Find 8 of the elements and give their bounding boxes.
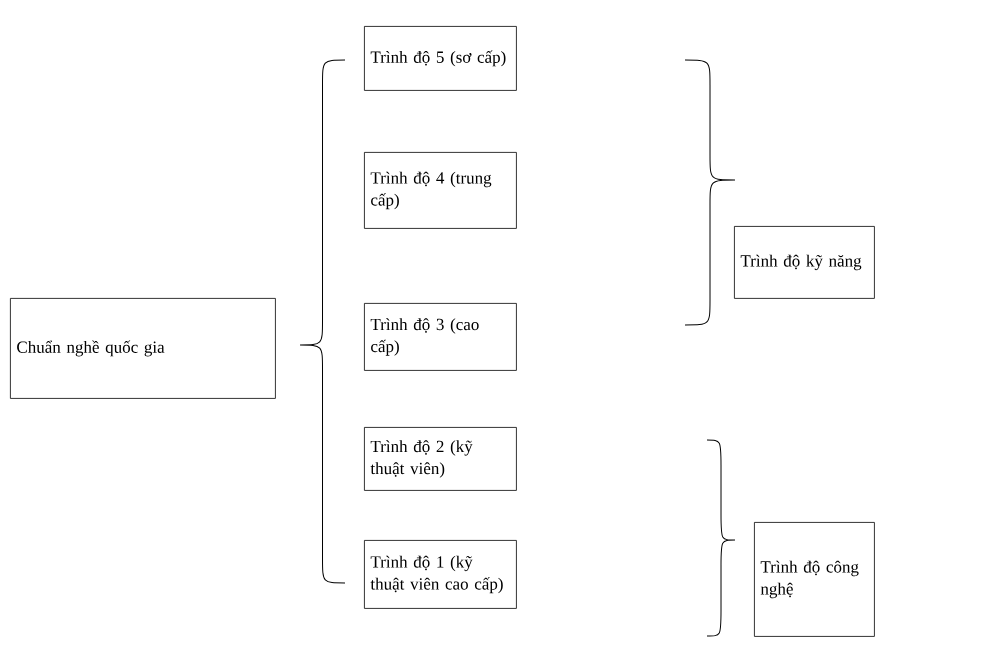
text-box: Trình độ 4 (trung cấp): [364, 152, 517, 229]
text-box: Trình độ 1 (kỹ thuật viên cao cấp): [364, 540, 517, 609]
text-box: Trình độ 2 (kỹ thuật viên): [364, 427, 517, 491]
text-box: Trình độ kỹ năng: [734, 226, 875, 299]
text-box: Chuẩn nghề quốc gia: [10, 298, 276, 399]
text-box: Trình độ 5 (sơ cấp): [364, 26, 517, 91]
text-box: Trình độ 3 (cao cấp): [364, 303, 517, 371]
text-box: Trình độ công nghệ: [754, 522, 875, 637]
